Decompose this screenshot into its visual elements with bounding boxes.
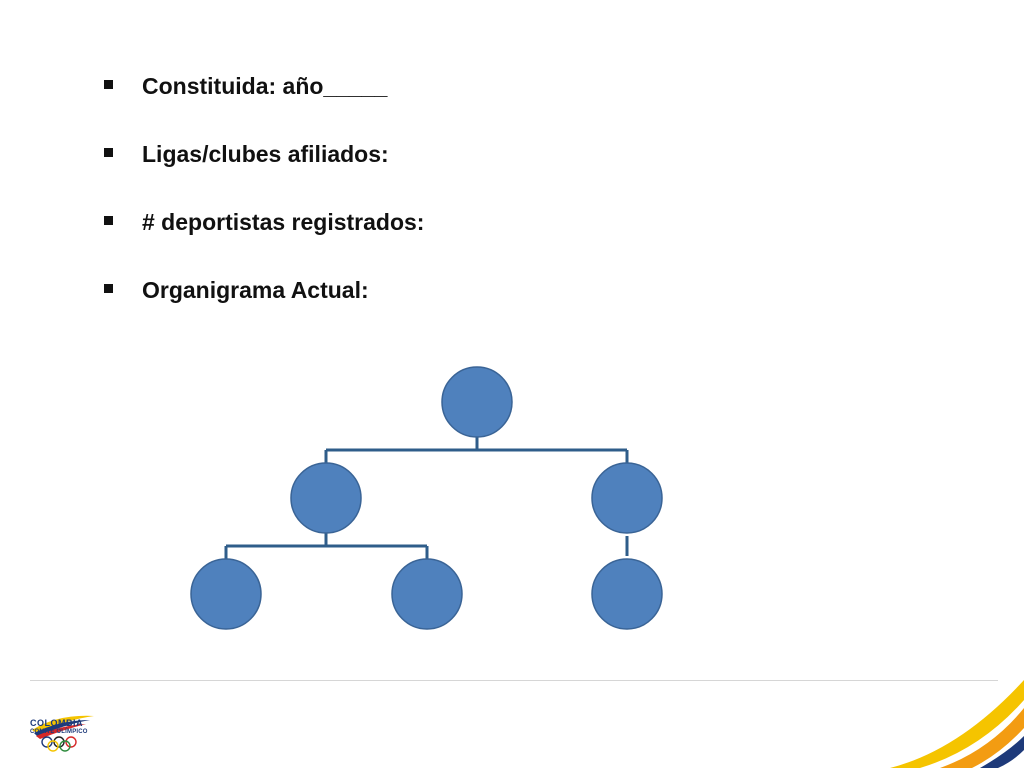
org-node-left-right (391, 558, 463, 630)
logo-subtitle: COMITÉ OLÍMPICO (30, 729, 88, 735)
logo-wordmark: COLOMBIA (30, 718, 83, 728)
org-node-root (441, 366, 513, 438)
org-node-right (591, 462, 663, 534)
bullet-text: Constituida: año_____ (142, 73, 388, 99)
org-chart-connectors (224, 437, 629, 559)
org-node-left (290, 462, 362, 534)
bullet-organigrama: Organigrama Actual: (104, 270, 424, 338)
footer-divider (30, 680, 998, 681)
bullet-list: Constituida: año_____ Ligas/clubes afili… (104, 66, 424, 338)
bullet-ligas-clubes: Ligas/clubes afiliados: (104, 134, 424, 202)
corner-swoosh-decoration (890, 680, 1024, 768)
org-chart-nodes (190, 366, 663, 630)
square-bullet-icon (104, 80, 113, 89)
org-node-right-child (591, 558, 663, 630)
square-bullet-icon (104, 216, 113, 225)
square-bullet-icon (104, 284, 113, 293)
square-bullet-icon (104, 148, 113, 157)
bullet-text: Ligas/clubes afiliados: (142, 141, 389, 167)
bullet-text: Organigrama Actual: (142, 277, 369, 303)
org-node-left-left (190, 558, 262, 630)
org-chart (190, 366, 663, 630)
bullet-deportistas: # deportistas registrados: (104, 202, 424, 270)
bullet-constituida: Constituida: año_____ (104, 66, 424, 134)
colombia-flag-swoosh-icon (32, 715, 94, 739)
bullet-text: # deportistas registrados: (142, 209, 425, 235)
olympic-rings-icon (41, 736, 77, 752)
